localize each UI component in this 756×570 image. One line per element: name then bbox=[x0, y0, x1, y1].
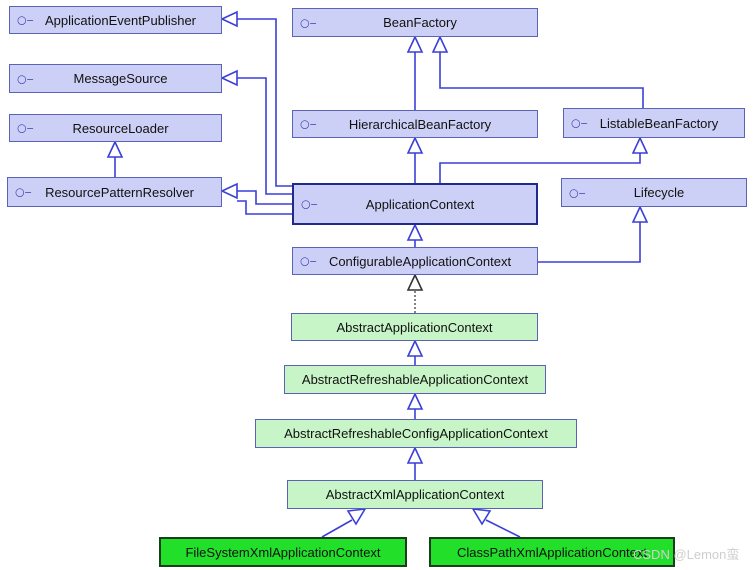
node-resource-pattern-resolver: ○‒ ResourcePatternResolver bbox=[7, 177, 222, 207]
edge-classpath-to-xml bbox=[485, 519, 521, 538]
interface-icon: ○‒ bbox=[300, 16, 317, 29]
node-label: AbstractRefreshableApplicationContext bbox=[301, 372, 529, 387]
interface-icon: ○‒ bbox=[301, 197, 318, 211]
edge-configurable-to-lifecycle bbox=[538, 222, 641, 263]
arrowhead-messagesource bbox=[220, 69, 238, 87]
edge-appcontext-to-eventpublisher bbox=[237, 18, 292, 187]
arrowhead-patternresolver bbox=[220, 182, 238, 200]
node-abstract-refreshable-application-context: AbstractRefreshableApplicationContext bbox=[284, 365, 546, 394]
node-label: ResourcePatternResolver bbox=[45, 184, 194, 200]
node-class-path-xml-application-context: ClassPathXmlApplicationContext bbox=[429, 537, 675, 567]
interface-icon: ○‒ bbox=[17, 72, 34, 85]
interface-icon: ○‒ bbox=[15, 185, 32, 199]
arrowhead-lifecycle bbox=[631, 205, 649, 223]
arrowhead-appcontext bbox=[406, 223, 424, 241]
edge-filesystem-to-xml bbox=[321, 519, 353, 538]
node-label: AbstractXmlApplicationContext bbox=[325, 487, 505, 502]
node-label: Lifecycle bbox=[633, 185, 685, 200]
node-label: FileSystemXmlApplicationContext bbox=[185, 544, 381, 560]
node-file-system-xml-application-context: FileSystemXmlApplicationContext bbox=[159, 537, 407, 567]
node-label: ApplicationEventPublisher bbox=[44, 12, 197, 28]
edge-listable-to-beanfactory bbox=[439, 52, 644, 108]
edge-appcontext-to-patternresolver bbox=[237, 190, 292, 205]
arrowhead-hierarchical bbox=[406, 136, 424, 154]
node-bean-factory: ○‒ BeanFactory bbox=[292, 8, 538, 37]
node-label: ListableBeanFactory bbox=[599, 115, 719, 131]
node-abstract-xml-application-context: AbstractXmlApplicationContext bbox=[287, 480, 543, 509]
node-application-event-publisher: ○‒ ApplicationEventPublisher bbox=[9, 6, 222, 34]
arrowhead-xml-1 bbox=[346, 508, 367, 526]
arrowhead-beanfactory-2 bbox=[431, 35, 449, 53]
interface-icon: ○‒ bbox=[571, 116, 588, 130]
node-label: HierarchicalBeanFactory bbox=[348, 116, 492, 132]
arrowhead-configurable bbox=[406, 273, 424, 291]
interface-icon: ○‒ bbox=[300, 254, 317, 268]
node-application-context: ○‒ ApplicationContext bbox=[292, 183, 538, 225]
interface-icon: ○‒ bbox=[17, 121, 34, 135]
node-label: MessageSource bbox=[73, 71, 168, 86]
arrowhead-resourceloader bbox=[106, 140, 124, 158]
node-resource-loader: ○‒ ResourceLoader bbox=[9, 114, 222, 142]
node-label: ApplicationContext bbox=[365, 196, 475, 212]
arrowhead-listable bbox=[631, 136, 649, 154]
node-label: ResourceLoader bbox=[72, 120, 169, 136]
arrowhead-xml-2 bbox=[471, 508, 492, 526]
node-hierarchical-bean-factory: ○‒ HierarchicalBeanFactory bbox=[292, 110, 538, 138]
edge-appcontext-to-messagesource bbox=[237, 77, 292, 195]
watermark: CSDN @Lemon蛮 bbox=[633, 547, 740, 562]
node-label: ConfigurableApplicationContext bbox=[328, 253, 512, 269]
arrowhead-refreshableconfig bbox=[406, 446, 424, 464]
node-lifecycle: ○‒ Lifecycle bbox=[561, 178, 747, 207]
node-label: ClassPathXmlApplicationContext bbox=[456, 544, 648, 560]
edge-appcontext-to-patternresolver-2 bbox=[237, 200, 292, 215]
node-abstract-application-context: AbstractApplicationContext bbox=[291, 313, 538, 341]
node-message-source: ○‒ MessageSource bbox=[9, 64, 222, 93]
arrowhead-beanfactory-1 bbox=[406, 35, 424, 53]
interface-icon: ○‒ bbox=[17, 13, 34, 27]
node-label: AbstractRefreshableConfigApplicationCont… bbox=[284, 426, 548, 441]
arrowhead-abstract bbox=[406, 339, 424, 357]
arrowhead-refreshable bbox=[406, 392, 424, 410]
node-label: BeanFactory bbox=[383, 15, 457, 30]
interface-icon: ○‒ bbox=[569, 186, 586, 199]
arrowhead-eventpublisher bbox=[220, 10, 238, 28]
node-listable-bean-factory: ○‒ ListableBeanFactory bbox=[563, 108, 745, 138]
interface-icon: ○‒ bbox=[300, 117, 317, 131]
node-abstract-refreshable-config-application-context: AbstractRefreshableConfigApplicationCont… bbox=[255, 419, 577, 448]
node-configurable-application-context: ○‒ ConfigurableApplicationContext bbox=[292, 247, 538, 275]
node-label: AbstractApplicationContext bbox=[336, 319, 493, 335]
edge-appcontext-to-listable bbox=[439, 153, 641, 183]
